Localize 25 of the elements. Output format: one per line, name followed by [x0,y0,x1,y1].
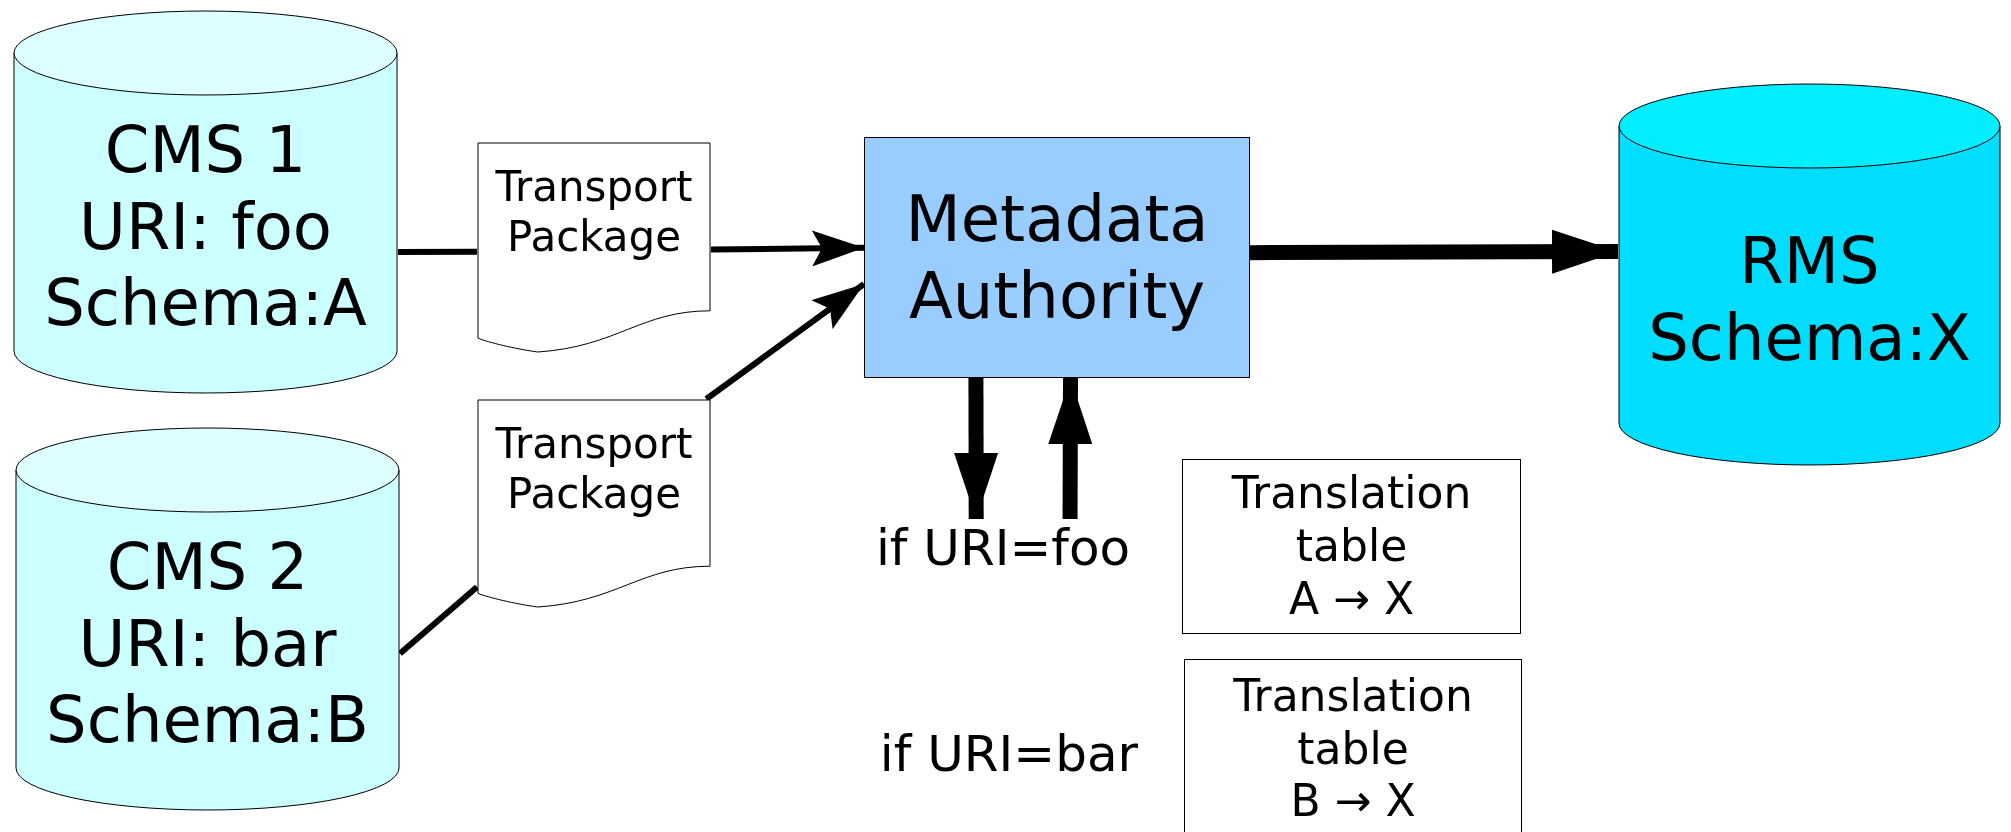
arrow [1048,377,1093,520]
node-label: CMS 1 [104,111,307,189]
node-label: Transport Package [494,419,694,520]
node-label: CMS 2 [106,528,309,606]
node-label: RMS [1739,222,1880,300]
arrow [704,281,866,402]
table-box [1182,459,1521,634]
node-label: B → X [1290,775,1416,829]
node-label: Translation table [1232,669,1474,776]
table-box [1184,659,1522,832]
node-label: Metadata Authority [904,180,1210,335]
arrow [710,230,865,267]
node-label: Translation table [1230,467,1473,573]
node-label: Schema:B [46,682,369,760]
node-label: Schema:A [44,265,367,343]
node-label: Schema:X [1648,299,1971,377]
node-label: URI: bar [78,605,337,683]
node-label: URI: foo [79,188,332,266]
node-label: A → X [1288,572,1415,626]
node-label: if URI=foo [875,518,1131,578]
node-label: if URI=bar [879,724,1139,784]
process-box [864,137,1250,378]
arrow [1250,229,1618,274]
node-label: Transport Package [494,162,694,263]
arrow [954,377,999,519]
